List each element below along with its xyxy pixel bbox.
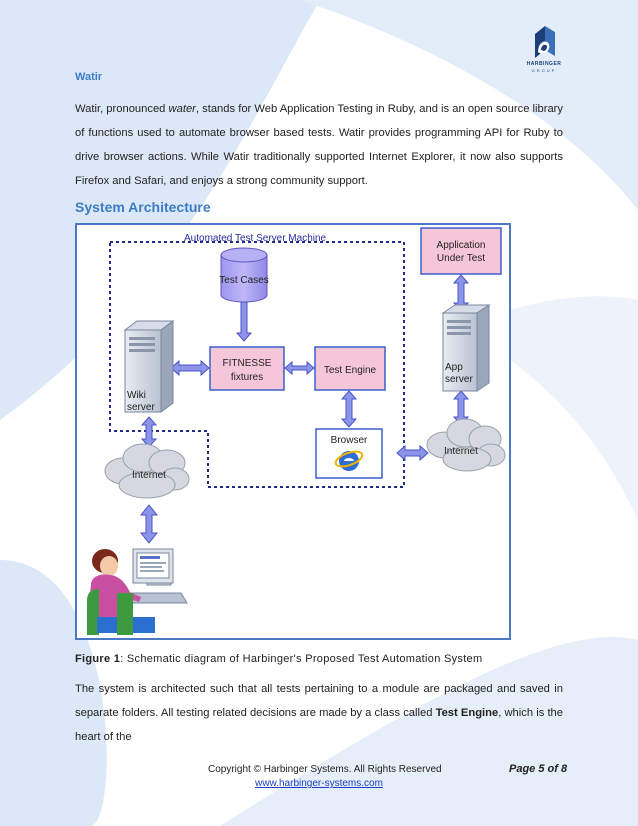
harbinger-logo: HARBINGER GROUP bbox=[521, 22, 567, 78]
test-cases-label: Test Cases bbox=[219, 275, 268, 286]
aut-label: Application bbox=[437, 240, 486, 251]
app-server-sublabel: server bbox=[445, 374, 473, 385]
internet-explorer-icon bbox=[334, 450, 364, 471]
test-cases-database-icon bbox=[220, 247, 268, 303]
connector-arrows bbox=[139, 274, 470, 544]
logo-sub-text: GROUP bbox=[531, 68, 557, 73]
arrow-wiki-fitnesse bbox=[170, 359, 210, 377]
aut-sublabel: Under Test bbox=[437, 253, 485, 264]
internet-right-label: Internet bbox=[444, 446, 478, 457]
bold-run: Test Engine bbox=[435, 707, 499, 719]
arrow-internet-user bbox=[139, 504, 159, 544]
test-engine-label: Test Engine bbox=[324, 365, 377, 376]
internet-cloud-left-icon bbox=[104, 443, 190, 499]
internet-left-label: Internet bbox=[132, 470, 166, 481]
arrow-fitnesse-engine bbox=[284, 360, 315, 376]
logo-brand-text: HARBINGER bbox=[526, 61, 562, 67]
footer-website-link[interactable]: www.harbinger-systems.com bbox=[255, 778, 383, 789]
arrow-engine-browser bbox=[340, 390, 358, 428]
internet-cloud-right-icon bbox=[426, 418, 506, 472]
text-run: The system is architected such that all … bbox=[75, 683, 563, 719]
app-server-label: App bbox=[445, 362, 463, 373]
wiki-server-label: Wiki bbox=[127, 390, 146, 401]
user-at-computer-icon bbox=[87, 548, 188, 635]
arrow-browser-internet bbox=[396, 444, 429, 462]
test-engine-box bbox=[314, 346, 386, 391]
architecture-figure: Automated Test Server Machine Test Cases bbox=[75, 223, 511, 640]
boundary-label: Automated Test Server Machine bbox=[184, 233, 327, 244]
text-run: , stands for Web Application Testing in … bbox=[75, 103, 563, 187]
text-run: , which is the heart of the bbox=[75, 707, 563, 743]
fitnesse-sublabel: fixtures bbox=[231, 372, 263, 383]
figure-caption-text: : Schematic diagram of Harbinger's Propo… bbox=[120, 653, 483, 665]
logo-mark-icon bbox=[535, 26, 555, 58]
fitnesse-box bbox=[209, 346, 285, 391]
watir-paragraph: Watir, pronounced water, stands for Web … bbox=[75, 97, 563, 193]
figure-caption-label: Figure 1 bbox=[75, 653, 121, 665]
application-under-test-box bbox=[420, 227, 502, 275]
section-heading-watir: Watir bbox=[75, 71, 103, 83]
footer-copyright: Copyright © Harbinger Systems. All Right… bbox=[208, 764, 442, 775]
architecture-paragraph: The system is architected such that all … bbox=[75, 677, 563, 749]
italic-run: water bbox=[168, 103, 196, 115]
wiki-server-sublabel: server bbox=[127, 402, 155, 413]
wiki-server-icon bbox=[123, 320, 175, 413]
figure-caption: Figure 1: Schematic diagram of Harbinger… bbox=[75, 653, 482, 665]
browser-label: Browser bbox=[331, 435, 368, 446]
app-server-icon bbox=[441, 304, 491, 392]
text-run: Watir, pronounced bbox=[75, 103, 169, 115]
fitnesse-label: FITNESSE bbox=[223, 358, 272, 369]
server-machine-boundary bbox=[109, 241, 405, 488]
footer-page-number: Page 5 of 8 bbox=[509, 763, 568, 775]
section-heading-architecture: System Architecture bbox=[75, 199, 211, 215]
architecture-diagram: Automated Test Server Machine Test Cases bbox=[87, 227, 506, 635]
